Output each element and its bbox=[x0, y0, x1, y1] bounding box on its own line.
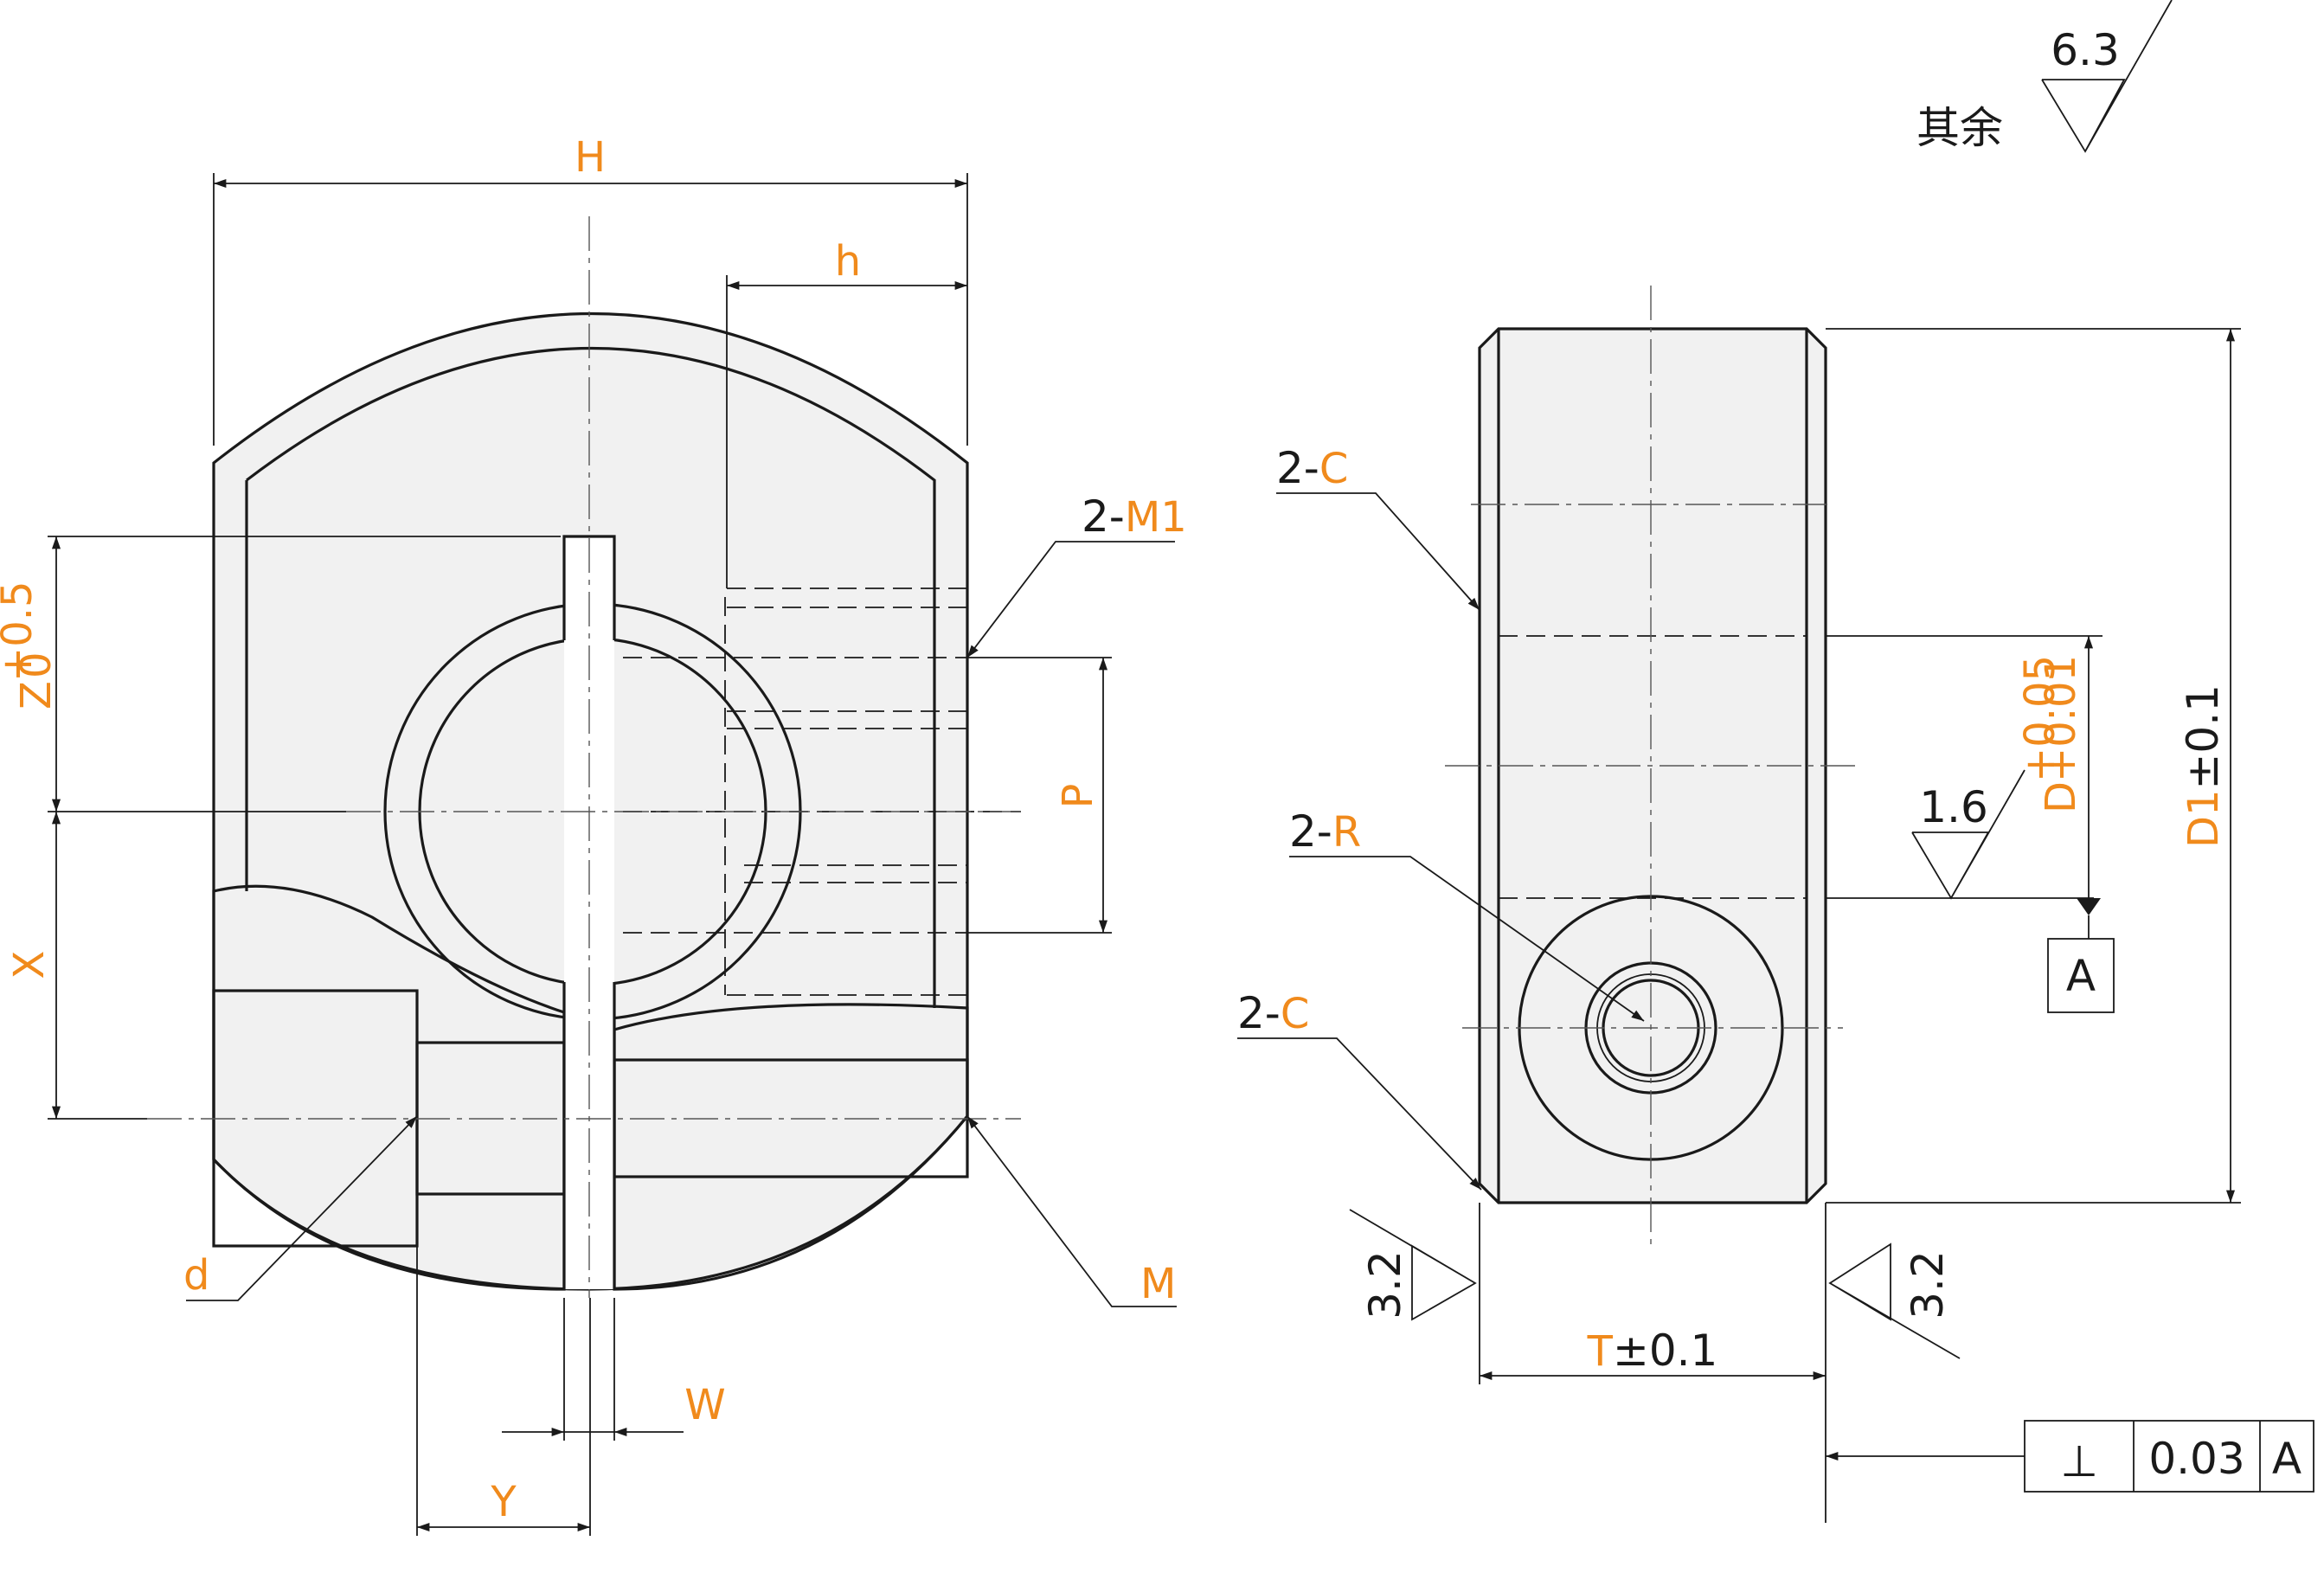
datum-box bbox=[2047, 938, 2115, 1013]
tolerance-symbol: ⊥ bbox=[2060, 1436, 2098, 1486]
geometric-tolerance-frame: ⊥ 0.03 A bbox=[1826, 1420, 2314, 1493]
radius: 2-R bbox=[1289, 806, 1361, 857]
dim-D: D +0.05 +0.01 bbox=[2016, 655, 2085, 813]
svg-text:3.2: 3.2 bbox=[1360, 1250, 1410, 1319]
dim-D1: D1±0.1 bbox=[2178, 684, 2228, 848]
dim-M: M bbox=[1140, 1260, 1176, 1308]
datum-label: A bbox=[2066, 951, 2096, 1001]
side-view: 2-C 2-R 2-C D +0.05 +0.01 A D1±0.1 bbox=[1237, 286, 2241, 1523]
dim-M1: 2-M1 bbox=[1082, 491, 1187, 542]
svg-text:其余: 其余 bbox=[1916, 103, 2003, 153]
front-inner-outline bbox=[246, 347, 936, 1008]
svg-text:+0.5: +0.5 bbox=[0, 581, 42, 682]
tolerance-value: 0.03 bbox=[2148, 1434, 2244, 1484]
tolerance-datum: A bbox=[2272, 1434, 2302, 1484]
dim-h: h bbox=[835, 237, 861, 286]
svg-text:+0.05: +0.05 bbox=[2016, 655, 2064, 782]
dim-H: H bbox=[575, 133, 606, 182]
svg-text:6.3: 6.3 bbox=[2051, 25, 2120, 75]
dim-P: P bbox=[1054, 784, 1102, 809]
section-hatch-left bbox=[212, 884, 566, 1291]
front-view: H h 2-M1 Z +0.5 0 X P d M bbox=[0, 133, 1187, 1536]
surface-finish-right-face: 3.2 bbox=[1828, 1242, 1961, 1359]
surface-finish-general: 其余 6.3 bbox=[1916, 0, 2173, 153]
dim-d: d bbox=[183, 1251, 209, 1300]
svg-text:1.6: 1.6 bbox=[1919, 782, 1988, 832]
dim-Z: Z +0.5 0 bbox=[0, 581, 61, 709]
svg-text:Z: Z bbox=[12, 681, 61, 709]
svg-text:3.2: 3.2 bbox=[1903, 1250, 1953, 1319]
chamfer-top: 2-C bbox=[1276, 443, 1348, 493]
svg-text:0: 0 bbox=[12, 652, 61, 678]
dim-T: T±0.1 bbox=[1587, 1326, 1718, 1376]
svg-text:+0.01: +0.01 bbox=[2037, 655, 2085, 782]
svg-text:D: D bbox=[2037, 781, 2085, 813]
chamfer-bottom: 2-C bbox=[1237, 988, 1309, 1038]
dim-Y: Y bbox=[490, 1478, 517, 1526]
dim-W: W bbox=[684, 1381, 725, 1429]
surface-finish-left-face: 3.2 bbox=[1349, 1209, 1477, 1321]
surface-finish-bore: 1.6 bbox=[1911, 769, 2025, 900]
dim-X: X bbox=[5, 951, 54, 979]
